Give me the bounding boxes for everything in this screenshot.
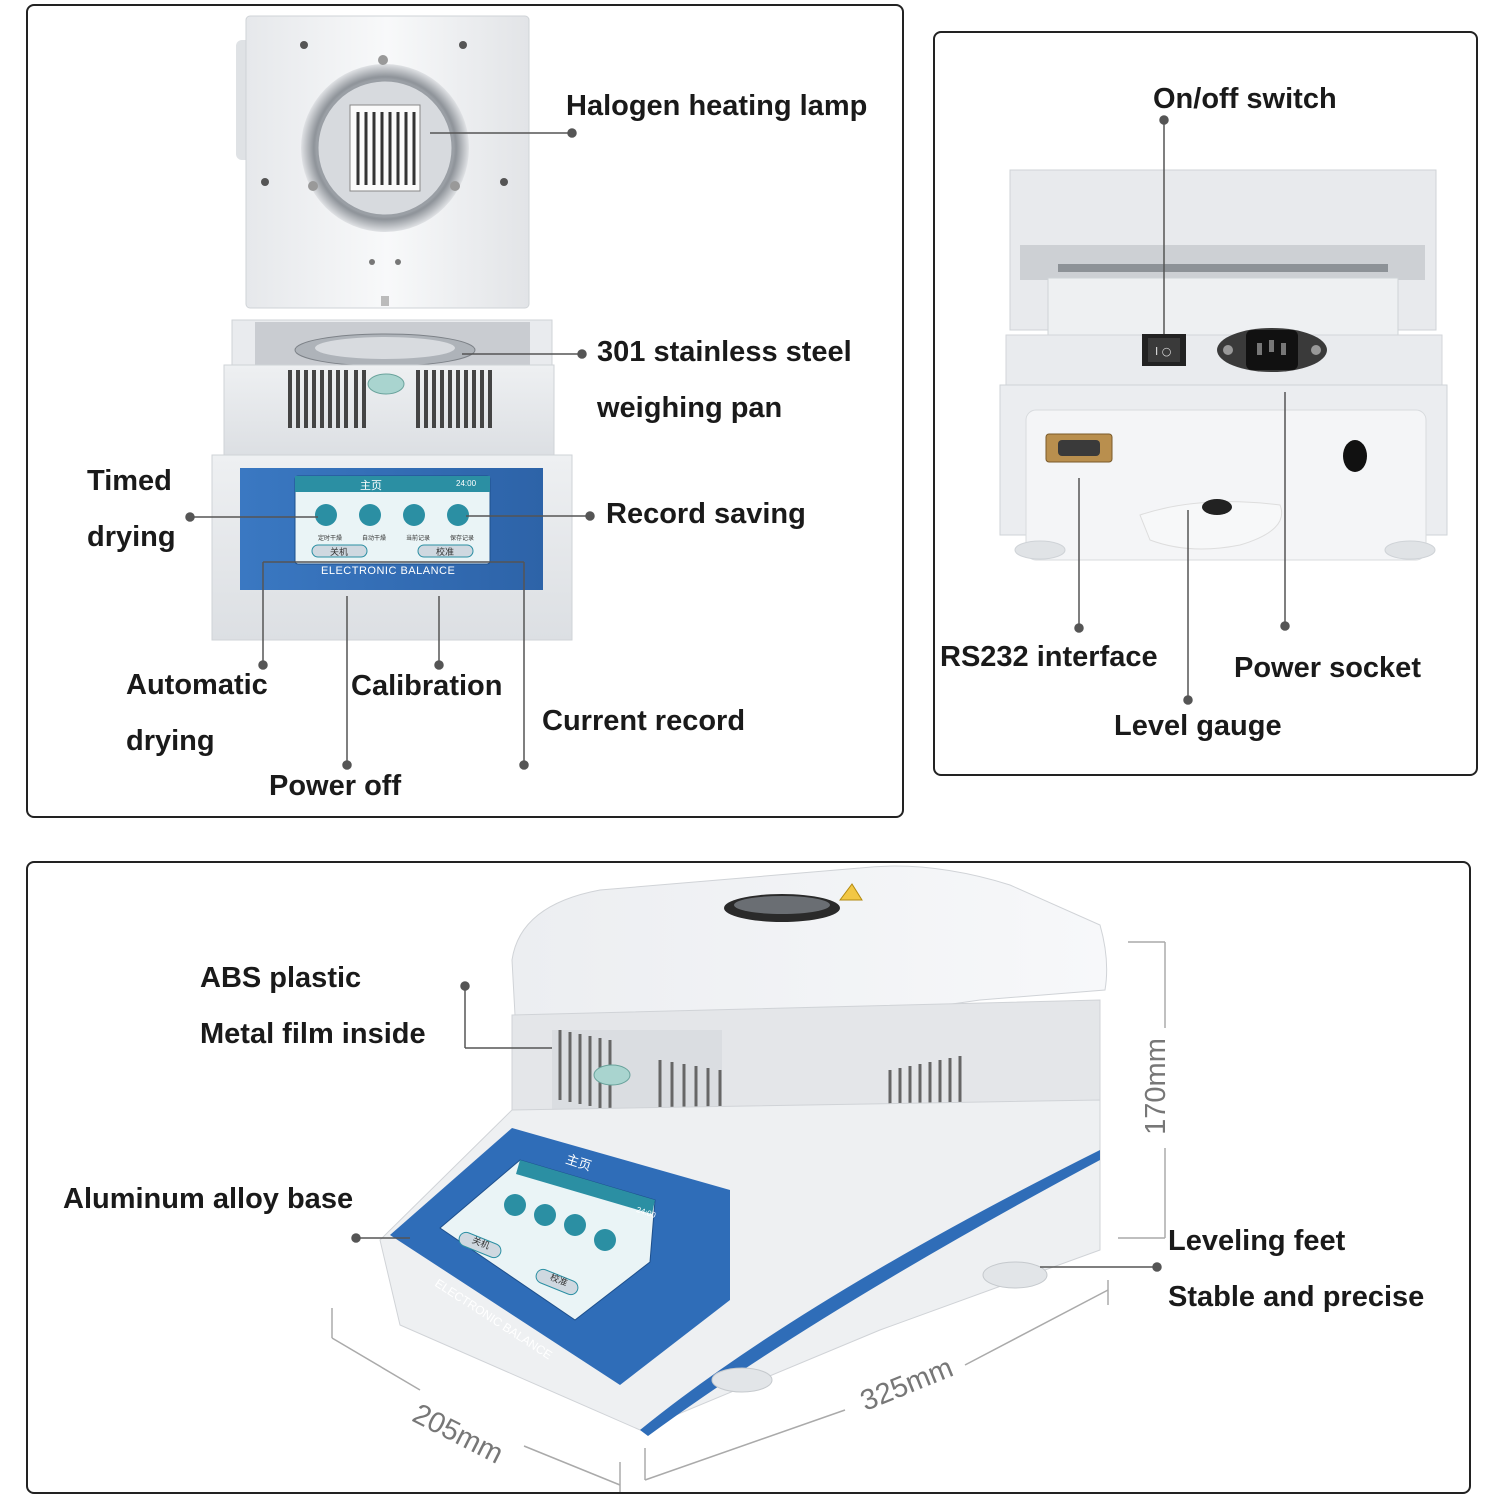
label-abs-plastic-line2: Metal film inside: [200, 1018, 426, 1050]
screen-power-off-button: 关机: [330, 547, 349, 557]
label-leveling-feet: Leveling feet Stable and precise: [1168, 1213, 1424, 1325]
label-on-off-switch: On/off switch: [1153, 83, 1337, 115]
screen-title: 主页: [360, 480, 382, 492]
screen-icon-current: 当前记录: [406, 536, 431, 542]
heating-lid: [236, 15, 530, 309]
label-current-record: Current record: [542, 705, 746, 737]
label-aluminum-alloy-base: Aluminum alloy base: [63, 1183, 354, 1215]
label-abs-plastic: ABS plastic Metal film inside: [200, 950, 426, 1062]
screen-icon-timed: 定时干燥: [318, 536, 343, 542]
perspective-feet: [711, 1261, 1048, 1393]
svg-text:I ○: I ○: [1155, 345, 1171, 358]
label-calibration: Calibration: [351, 670, 503, 702]
base-body: [211, 454, 573, 641]
label-rs232-interface: RS232 interface: [940, 641, 1158, 673]
label-power-off: Power off: [269, 770, 402, 802]
brand-text: ELECTRONIC BALANCE: [321, 565, 456, 577]
rear-housing: [999, 169, 1448, 561]
rear-feet: [1014, 540, 1436, 560]
label-timed-drying-line2: drying: [87, 521, 176, 553]
on-off-switch: I ○: [1142, 334, 1186, 366]
screen-time: 24:00: [456, 479, 477, 488]
dimension-lines: [331, 941, 1166, 1492]
label-automatic-drying-line2: drying: [126, 725, 215, 757]
screen-icon-auto: 自动干燥: [362, 536, 387, 542]
label-weighing-pan-line2: weighing pan: [597, 392, 783, 424]
rs232-port: [1045, 433, 1113, 463]
label-automatic-drying: Automatic drying: [126, 657, 268, 769]
level-gauge-illustration: [1139, 440, 1367, 550]
label-timed-drying-line1: Timed: [87, 465, 172, 497]
weighing-chamber: [223, 319, 555, 456]
screen-calibration-button: 校准: [436, 547, 455, 557]
label-leveling-feet-line2: Stable and precise: [1168, 1281, 1425, 1313]
label-power-socket: Power socket: [1234, 652, 1421, 684]
label-automatic-drying-line1: Automatic: [126, 669, 268, 701]
perspective-chamber: [511, 999, 1101, 1150]
power-socket-illustration: [1217, 328, 1327, 372]
label-weighing-pan: 301 stainless steel weighing pan: [597, 324, 852, 436]
dimension-height: 170mm: [1139, 1038, 1172, 1135]
label-timed-drying: Timed drying: [87, 453, 176, 565]
label-level-gauge: Level gauge: [1114, 710, 1282, 742]
label-halogen-heating-lamp: Halogen heating lamp: [566, 90, 868, 122]
label-abs-plastic-line1: ABS plastic: [200, 962, 362, 994]
label-leveling-feet-line1: Leveling feet: [1168, 1225, 1346, 1257]
perspective-base: [379, 1099, 1101, 1436]
label-weighing-pan-line1: 301 stainless steel: [597, 336, 852, 368]
screen-icon-save: 保存记录: [450, 536, 475, 542]
label-record-saving: Record saving: [606, 498, 806, 530]
